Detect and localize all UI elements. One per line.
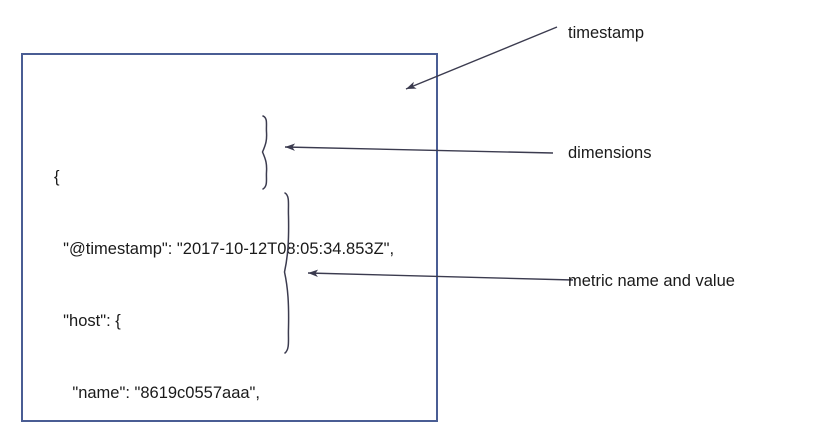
- json-document-box: { "@timestamp": "2017-10-12T08:05:34.853…: [21, 53, 438, 422]
- json-line: {: [54, 168, 60, 186]
- json-line: "name": "8619c0557aaa",: [54, 384, 260, 402]
- annotation-label-metric: metric name and value: [568, 272, 735, 290]
- json-line: "@timestamp": "2017-10-12T08:05:34.853Z"…: [54, 240, 395, 258]
- annotation-label-timestamp: timestamp: [568, 24, 645, 42]
- json-line: "host": {: [54, 312, 121, 330]
- json-code-block: { "@timestamp": "2017-10-12T08:05:34.853…: [54, 117, 454, 437]
- annotation-label-dimensions: dimensions: [568, 144, 652, 162]
